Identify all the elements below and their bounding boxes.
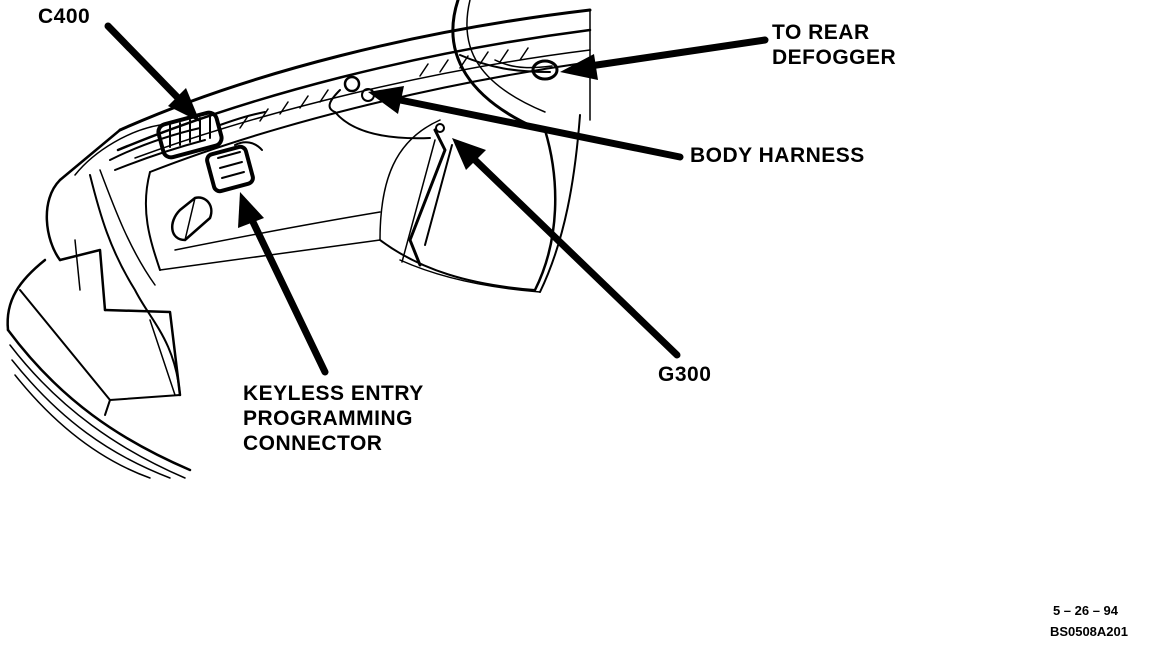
ground-bracket xyxy=(401,123,453,267)
keyless-connector-body xyxy=(171,141,263,242)
g300-label: G300 xyxy=(658,362,711,387)
rear-shelf xyxy=(116,8,592,173)
keyless-entry-line-3: CONNECTOR xyxy=(243,432,383,455)
rear-defogger-line-1: TO REAR xyxy=(772,21,870,44)
g300-label-text: G300 xyxy=(658,363,712,386)
left-quarter-panel xyxy=(45,124,182,397)
figure-date: 5 – 26 – 94 xyxy=(1052,603,1118,618)
keyless-entry-line-1: KEYLESS ENTRY xyxy=(243,382,424,405)
rear-defogger-line-2: DEFOGGER xyxy=(772,46,897,69)
body-harness-label: BODY HARNESS xyxy=(690,143,865,168)
rear-defogger-label: TO REAR DEFOGGER xyxy=(772,20,896,70)
trunk-interior xyxy=(144,111,541,293)
body-harness-label-text: BODY HARNESS xyxy=(690,144,865,167)
harness-clip xyxy=(328,75,375,113)
c400-label: C400 xyxy=(38,4,90,29)
arrow-c400 xyxy=(104,22,200,122)
keyless-entry-line-2: PROGRAMMING xyxy=(243,407,413,430)
rear-bumper xyxy=(6,258,192,479)
defogger-lead xyxy=(459,54,559,81)
arrow-keyless-entry xyxy=(238,192,329,376)
arrow-g300 xyxy=(452,138,681,359)
keyless-entry-label: KEYLESS ENTRY PROGRAMMING CONNECTOR xyxy=(243,381,424,456)
arrow-rear-defogger xyxy=(560,36,769,80)
arrow-body-harness xyxy=(368,86,684,161)
callout-arrows xyxy=(104,22,769,376)
c400-connector-body xyxy=(109,110,266,171)
figure-code: BS0508A201 xyxy=(1049,624,1128,639)
c400-label-text: C400 xyxy=(38,5,91,28)
